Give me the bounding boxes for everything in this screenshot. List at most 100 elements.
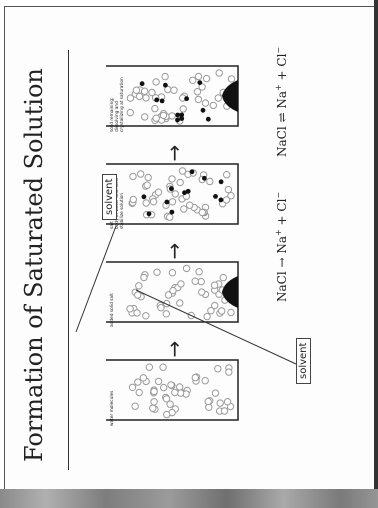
ion [182, 190, 187, 195]
water-molecule [195, 96, 201, 102]
water-molecule [135, 379, 141, 385]
water-molecule [152, 105, 158, 111]
water-molecule [172, 191, 178, 197]
water-molecule [211, 282, 217, 288]
eq2-na-charge: + [274, 84, 283, 91]
water-molecule [140, 375, 146, 381]
scan-edge [374, 0, 378, 508]
eq1-mid: + Cl [275, 199, 289, 230]
eq2-mid: + Cl [275, 54, 289, 85]
ion [163, 83, 168, 88]
water-molecule [136, 389, 142, 395]
eq1-lhs: NaCl → Na [275, 236, 289, 302]
water-molecule [212, 302, 218, 308]
water-molecule [141, 274, 147, 280]
water-molecule [202, 100, 208, 106]
water-molecule [204, 313, 210, 319]
scan-bottom-strip [0, 489, 378, 508]
water-molecule [127, 306, 133, 312]
ion [201, 108, 206, 113]
dissolution-equation: NaCl → Na+ + Cl− [274, 192, 289, 302]
water-molecule [183, 265, 189, 271]
water-molecule [169, 270, 175, 276]
water-molecule [151, 399, 157, 405]
ion [140, 81, 145, 86]
water-molecule [171, 87, 177, 93]
water-molecule [144, 182, 150, 188]
water-molecule [220, 274, 226, 280]
water-molecule [142, 114, 148, 120]
water-molecule [127, 95, 133, 101]
arrow-3: → [162, 138, 186, 168]
eq1-cl-charge: − [274, 192, 283, 199]
water-molecule [143, 95, 149, 101]
ion [184, 96, 189, 101]
water-molecule [130, 173, 136, 179]
water-molecule [212, 390, 218, 396]
water-molecule [158, 305, 164, 311]
ion [147, 211, 152, 216]
arrow-2: → [162, 236, 186, 266]
water-molecule [219, 308, 225, 314]
water-molecule [136, 283, 142, 289]
beaker-4-caption: solid remaining; dissolving and crystall… [110, 76, 125, 132]
water-molecule [155, 378, 161, 384]
water-molecule [141, 88, 147, 94]
water-molecule [210, 102, 216, 108]
water-molecule [215, 95, 221, 101]
water-molecule [172, 389, 178, 395]
water-molecule [160, 112, 166, 118]
water-molecule [150, 405, 156, 411]
ion [170, 210, 175, 215]
water-molecule [226, 369, 232, 375]
water-molecule [203, 75, 209, 81]
water-molecule [181, 206, 187, 212]
water-molecule [155, 189, 161, 195]
water-molecule [153, 115, 159, 121]
water-molecule [129, 384, 135, 390]
water-molecule [150, 199, 156, 205]
beaker-diagram [6, 12, 366, 482]
ion [160, 99, 165, 104]
water-molecule [143, 313, 149, 319]
eq2-cl-charge: − [274, 47, 283, 54]
ion [206, 117, 211, 122]
water-molecule [196, 269, 202, 275]
water-molecule [215, 366, 221, 372]
ion [202, 176, 207, 181]
water-molecule [205, 398, 211, 404]
beaker-4 [106, 66, 238, 126]
water-molecule [199, 209, 205, 215]
water-molecule [132, 403, 138, 409]
water-molecule [192, 278, 198, 284]
equilibrium-equation: NaCl ⇌ Na+ + Cl− [274, 47, 289, 157]
ion [179, 116, 184, 121]
water-molecule [177, 300, 183, 306]
water-molecule [136, 93, 142, 99]
slide-content: Formation of Saturated Solution water mo… [6, 12, 366, 482]
water-molecule [153, 79, 159, 85]
water-molecule [170, 287, 176, 293]
ion [175, 113, 180, 118]
beaker-2-caption: added solid salt [110, 273, 115, 327]
water-molecule [187, 202, 193, 208]
water-molecule [178, 281, 184, 287]
water-molecule [228, 76, 234, 82]
solvent-pointer-bottom [136, 290, 296, 364]
water-molecule [195, 73, 201, 79]
water-molecule [133, 87, 139, 93]
water-molecule [143, 200, 149, 206]
water-molecule [224, 172, 230, 178]
water-molecule [224, 399, 230, 405]
water-molecule [177, 384, 183, 390]
water-molecule [164, 411, 170, 417]
water-molecule [199, 289, 205, 295]
water-molecule [130, 196, 136, 202]
water-molecule [169, 176, 175, 182]
beaker-1 [106, 360, 238, 420]
water-molecule [160, 364, 166, 370]
solvent-label-top: solvent [102, 174, 117, 220]
water-molecule [167, 214, 173, 220]
water-molecule [228, 309, 234, 315]
